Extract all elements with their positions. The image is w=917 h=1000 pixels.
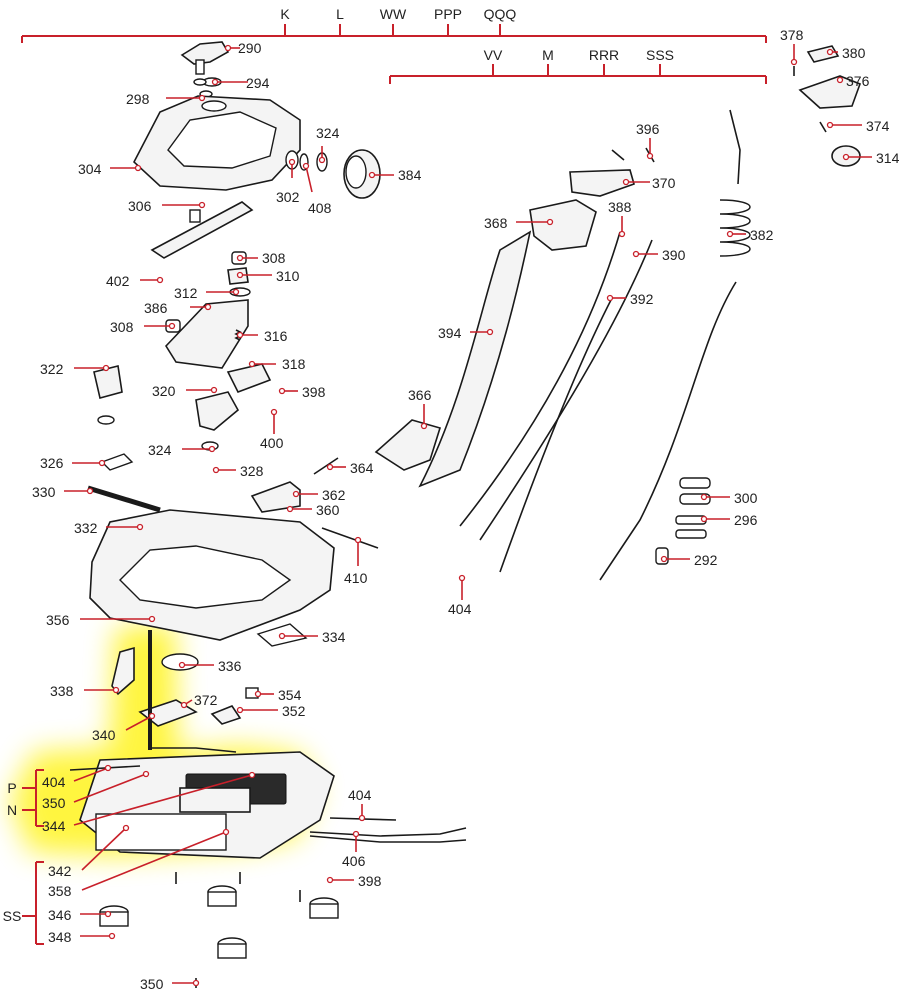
callout-404: 404 — [448, 601, 472, 617]
callout-380: 380 — [842, 45, 866, 61]
callout-336: 336 — [218, 658, 242, 674]
group-label-p: P — [7, 780, 16, 796]
callout-402: 402 — [106, 273, 130, 289]
group-label-ss: SS — [3, 908, 22, 924]
group-label-ppp: PPP — [434, 6, 462, 22]
callout-360: 360 — [316, 502, 340, 518]
callout-298: 298 — [126, 91, 150, 107]
callout-384: 384 — [398, 167, 422, 183]
group-label-k: K — [280, 6, 290, 22]
callout-406: 406 — [342, 853, 366, 869]
callout-404: 404 — [348, 787, 372, 803]
callout-332: 332 — [74, 520, 98, 536]
callout-356: 356 — [46, 612, 70, 628]
callout-398: 398 — [302, 384, 326, 400]
group-label-sss: SSS — [646, 47, 674, 63]
callout-322: 322 — [40, 361, 64, 377]
callout-294: 294 — [246, 75, 270, 91]
callout-312: 312 — [174, 285, 198, 301]
callout-306: 306 — [128, 198, 152, 214]
callout-340: 340 — [92, 727, 116, 743]
callout-350: 350 — [140, 976, 164, 992]
callout-324: 324 — [316, 125, 340, 141]
callout-352: 352 — [282, 703, 306, 719]
callout-314: 314 — [876, 150, 900, 166]
group-label-l: L — [336, 6, 344, 22]
callout-368: 368 — [484, 215, 508, 231]
callout-408: 408 — [308, 200, 332, 216]
callout-400: 400 — [260, 435, 284, 451]
side-bracket-ss: SS — [3, 861, 44, 945]
callout-382: 382 — [750, 227, 774, 243]
group-label-ww: WW — [380, 6, 407, 22]
callout-324: 324 — [148, 442, 172, 458]
callout-308: 308 — [110, 319, 134, 335]
callout-378: 378 — [780, 27, 804, 43]
callout-410: 410 — [344, 570, 368, 586]
callout-362: 362 — [322, 487, 346, 503]
group-label-rrr: RRR — [589, 47, 619, 63]
callout-304: 304 — [78, 161, 102, 177]
callout-346: 346 — [48, 907, 72, 923]
group-label-vv: VV — [484, 47, 503, 63]
callout-330: 330 — [32, 484, 56, 500]
callout-328: 328 — [240, 463, 264, 479]
callout-394: 394 — [438, 325, 462, 341]
callout-342: 342 — [48, 863, 72, 879]
callout-300: 300 — [734, 490, 758, 506]
callout-numbers: 290 294 298 304 324 302 408 384 306 308 … — [32, 27, 900, 992]
header-labels: K L WW PPP QQQ VV M RRR SSS — [280, 6, 674, 63]
callout-386: 386 — [144, 300, 168, 316]
callout-leaders — [64, 44, 872, 987]
group-label-n: N — [7, 802, 17, 818]
callout-350: 350 — [42, 795, 66, 811]
callout-354: 354 — [278, 687, 302, 703]
callout-370: 370 — [652, 175, 676, 191]
callout-320: 320 — [152, 383, 176, 399]
callout-318: 318 — [282, 356, 306, 372]
group-bracket-top — [21, 24, 767, 43]
callout-316: 316 — [264, 328, 288, 344]
callout-334: 334 — [322, 629, 346, 645]
callout-310: 310 — [276, 268, 300, 284]
callout-374: 374 — [866, 118, 890, 134]
group-label-m: M — [542, 47, 554, 63]
callout-326: 326 — [40, 455, 64, 471]
callout-290: 290 — [238, 40, 262, 56]
callout-308: 308 — [262, 250, 286, 266]
callout-348: 348 — [48, 929, 72, 945]
callout-366: 366 — [408, 387, 432, 403]
callout-398: 398 — [358, 873, 382, 889]
group-label-qqq: QQQ — [484, 6, 517, 22]
callout-364: 364 — [350, 460, 374, 476]
side-bracket-pn: P N — [7, 769, 44, 827]
callout-404: 404 — [42, 774, 66, 790]
part-drawings — [69, 41, 862, 988]
group-bracket-second — [389, 64, 767, 84]
callout-338: 338 — [50, 683, 74, 699]
callout-372: 372 — [194, 692, 218, 708]
callout-358: 358 — [48, 883, 72, 899]
callout-376: 376 — [846, 73, 870, 89]
callout-388: 388 — [608, 199, 632, 215]
callout-392: 392 — [630, 291, 654, 307]
callout-396: 396 — [636, 121, 660, 137]
callout-296: 296 — [734, 512, 758, 528]
callout-302: 302 — [276, 189, 300, 205]
callout-390: 390 — [662, 247, 686, 263]
callout-292: 292 — [694, 552, 718, 568]
callout-344: 344 — [42, 818, 66, 834]
